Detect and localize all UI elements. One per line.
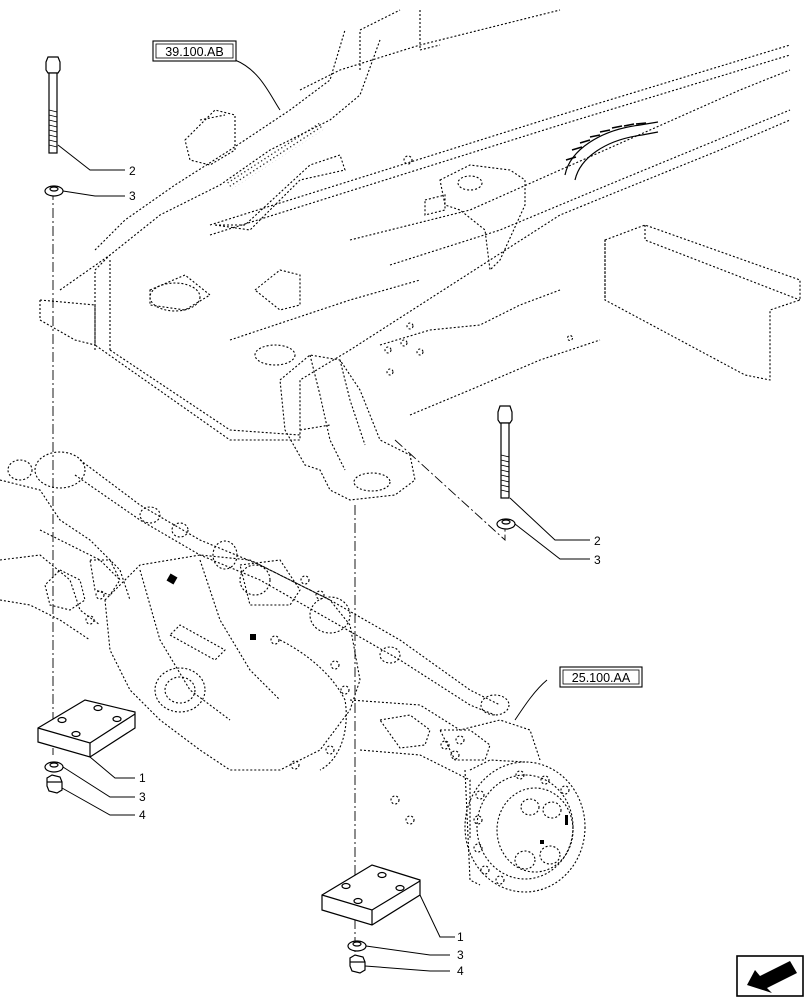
washer-left — [44, 761, 64, 773]
hose-conduit — [564, 121, 659, 181]
bolt-upper-left — [45, 56, 61, 154]
reference-label-axle: 25.100.AA — [572, 671, 631, 685]
callout-right-bolt: 2 — [594, 534, 601, 548]
washer-upper-left — [44, 185, 64, 197]
callout-bottom-washer: 3 — [457, 948, 464, 962]
plate-bottom — [321, 864, 421, 926]
axle-assembly — [0, 451, 586, 893]
callout-bottom-nut: 4 — [457, 964, 464, 978]
reference-label-frame: 39.100.AB — [165, 45, 223, 59]
frame-rail-hatching — [226, 120, 324, 190]
navigation-arrow-icon[interactable] — [736, 955, 804, 997]
housing-marks — [166, 573, 568, 844]
washer-right — [496, 518, 516, 530]
plate-left — [37, 699, 136, 758]
leader-lines — [57, 59, 590, 972]
nut-left — [46, 774, 63, 794]
bolt-right — [497, 405, 513, 499]
callout-numbers: 2 3 2 3 1 3 4 1 3 4 — [129, 164, 601, 978]
reference-box-frame[interactable]: 39.100.AB — [152, 40, 237, 62]
callout-bottom-plate: 1 — [457, 930, 464, 944]
reference-box-axle[interactable]: 25.100.AA — [559, 666, 643, 688]
callout-upper-left-washer: 3 — [129, 189, 136, 203]
nut-bottom — [349, 954, 366, 974]
callout-left-nut: 4 — [139, 808, 146, 822]
callout-upper-left-bolt: 2 — [129, 164, 136, 178]
callout-right-washer: 3 — [594, 553, 601, 567]
callout-left-washer: 3 — [139, 790, 146, 804]
callout-left-plate: 1 — [139, 771, 146, 785]
washer-bottom — [347, 940, 367, 952]
chassis-frame — [39, 9, 801, 501]
